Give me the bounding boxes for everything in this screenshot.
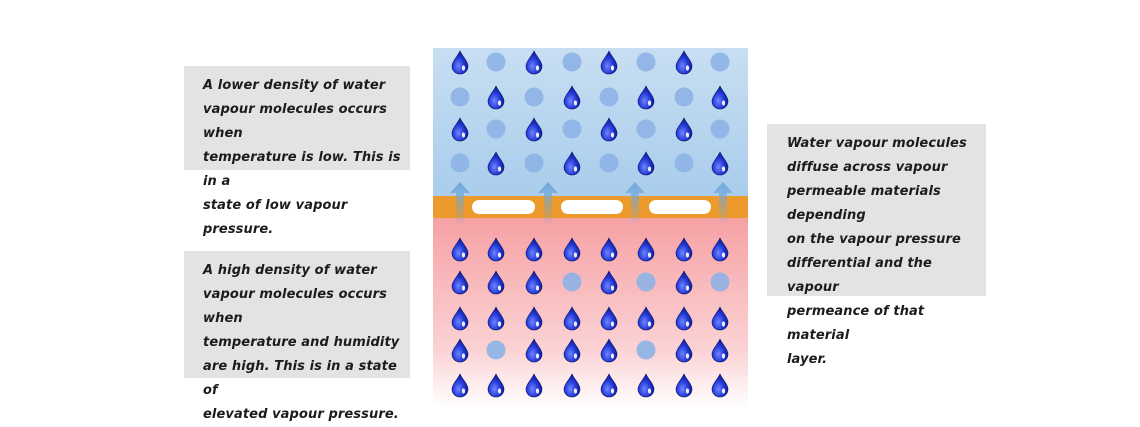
circle-icon bbox=[710, 272, 730, 292]
circle-icon bbox=[636, 52, 656, 72]
drop-highlight bbox=[573, 321, 578, 327]
vapour-diffusion-diagram bbox=[433, 48, 748, 408]
drop-highlight bbox=[535, 252, 540, 258]
drop-highlight bbox=[497, 100, 502, 106]
drop-highlight bbox=[685, 65, 690, 71]
drop-highlight bbox=[535, 353, 540, 359]
drop-highlight bbox=[535, 321, 540, 327]
drop-highlight bbox=[721, 321, 726, 327]
drop-highlight bbox=[610, 321, 615, 327]
drop-highlight bbox=[535, 132, 540, 138]
vapour-diffusion-note: Water vapour molecules diffuse across va… bbox=[767, 124, 986, 367]
circle-icon bbox=[486, 340, 506, 360]
drop-highlight bbox=[647, 321, 652, 327]
drop-highlight bbox=[573, 166, 578, 172]
circle-icon bbox=[599, 87, 619, 107]
drop-highlight bbox=[573, 388, 578, 394]
drop-highlight bbox=[610, 388, 615, 394]
drop-highlight bbox=[610, 65, 615, 71]
circle-icon bbox=[524, 153, 544, 173]
drop-highlight bbox=[685, 285, 690, 291]
drop-highlight bbox=[647, 100, 652, 106]
circle-icon bbox=[562, 119, 582, 139]
circle-icon bbox=[450, 87, 470, 107]
drop-highlight bbox=[535, 388, 540, 394]
drop-highlight bbox=[461, 388, 466, 394]
drop-highlight bbox=[461, 285, 466, 291]
drop-highlight bbox=[573, 353, 578, 359]
drop-highlight bbox=[535, 65, 540, 71]
drop-highlight bbox=[497, 252, 502, 258]
drop-highlight bbox=[647, 388, 652, 394]
drop-highlight bbox=[497, 285, 502, 291]
drop-highlight bbox=[497, 166, 502, 172]
drop-highlight bbox=[647, 166, 652, 172]
drop-highlight bbox=[461, 65, 466, 71]
drop-highlight bbox=[610, 252, 615, 258]
drop-highlight bbox=[573, 252, 578, 258]
low-vapour-pressure-note: A lower density of water vapour molecule… bbox=[184, 66, 410, 237]
drop-highlight bbox=[721, 353, 726, 359]
high-pressure-zone bbox=[433, 218, 748, 408]
drop-highlight bbox=[573, 100, 578, 106]
circle-icon bbox=[636, 272, 656, 292]
drop-highlight bbox=[721, 252, 726, 258]
low-pressure-zone bbox=[433, 48, 748, 196]
drop-highlight bbox=[497, 388, 502, 394]
drop-highlight bbox=[497, 321, 502, 327]
circle-icon bbox=[636, 119, 656, 139]
arrow-up-icon bbox=[450, 182, 470, 226]
circle-icon bbox=[486, 52, 506, 72]
circle-icon bbox=[636, 340, 656, 360]
drop-highlight bbox=[685, 388, 690, 394]
drop-highlight bbox=[685, 321, 690, 327]
high-vapour-pressure-note: A high density of water vapour molecules… bbox=[184, 251, 410, 422]
circle-icon bbox=[562, 272, 582, 292]
drop-highlight bbox=[535, 285, 540, 291]
circle-icon bbox=[486, 119, 506, 139]
circle-icon bbox=[562, 52, 582, 72]
drop-highlight bbox=[685, 132, 690, 138]
circle-icon bbox=[674, 153, 694, 173]
circle-icon bbox=[710, 52, 730, 72]
drop-highlight bbox=[610, 132, 615, 138]
arrow-up-icon bbox=[538, 182, 558, 226]
drop-highlight bbox=[685, 353, 690, 359]
drop-highlight bbox=[461, 353, 466, 359]
circle-icon bbox=[710, 119, 730, 139]
drop-highlight bbox=[721, 100, 726, 106]
arrow-up-icon bbox=[625, 182, 645, 226]
circle-icon bbox=[524, 87, 544, 107]
drop-highlight bbox=[685, 252, 690, 258]
vapour-permeable-membrane bbox=[433, 196, 748, 218]
drop-highlight bbox=[461, 252, 466, 258]
circle-icon bbox=[599, 153, 619, 173]
drop-highlight bbox=[610, 285, 615, 291]
drop-highlight bbox=[721, 388, 726, 394]
circle-icon bbox=[674, 87, 694, 107]
circle-icon bbox=[450, 153, 470, 173]
drop-highlight bbox=[647, 252, 652, 258]
arrow-up-icon bbox=[713, 182, 733, 226]
drop-highlight bbox=[461, 132, 466, 138]
drop-highlight bbox=[461, 321, 466, 327]
drop-highlight bbox=[721, 166, 726, 172]
drop-highlight bbox=[610, 353, 615, 359]
